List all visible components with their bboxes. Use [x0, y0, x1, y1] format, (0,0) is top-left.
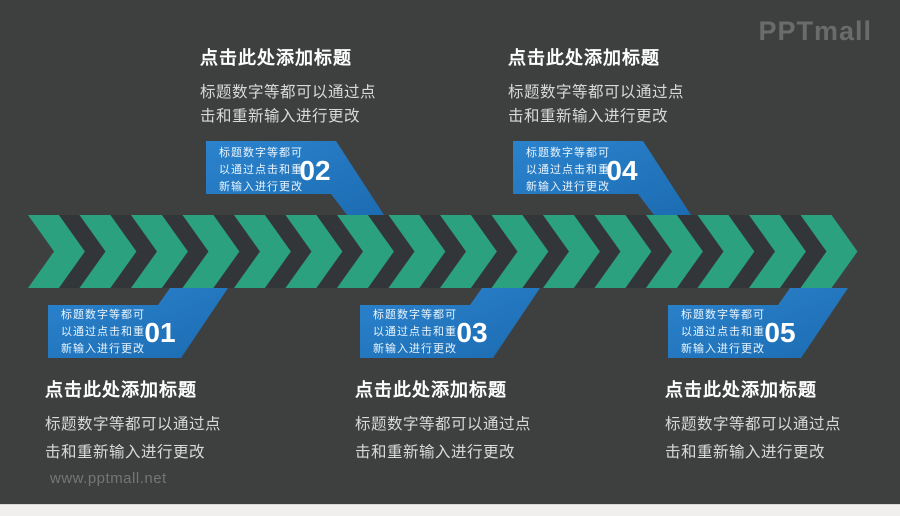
title-block-step-01: 点击此处添加标题 标题数字等都可以通过点 击和重新输入进行更改 — [45, 376, 255, 467]
callout-body-step-01: 标题数字等都可 以通过点击和重 新输入进行更改 — [61, 307, 145, 358]
title-placeholder[interactable]: 点击此处添加标题 — [508, 48, 660, 68]
chevron-arrow — [594, 215, 652, 288]
callout-body-step-04: 标题数字等都可 以通过点击和重 新输入进行更改 — [526, 145, 610, 196]
chevron-gap — [368, 215, 415, 288]
chevron-arrow — [440, 215, 497, 288]
chevron-arrow — [131, 215, 188, 288]
callout-line[interactable]: 新输入进行更改 — [61, 343, 145, 355]
callout-line[interactable]: 标题数字等都可 — [526, 147, 610, 159]
chevron-gap — [110, 215, 157, 288]
callout-line[interactable]: 以通过点击和重 — [61, 326, 145, 338]
callout-body-step-02: 标题数字等都可 以通过点击和重 新输入进行更改 — [219, 145, 303, 196]
title-placeholder[interactable]: 点击此处添加标题 — [355, 380, 507, 400]
callout-line[interactable]: 新输入进行更改 — [219, 181, 303, 193]
callout-step-05: 标题数字等都可 以通过点击和重 新输入进行更改 05 — [668, 0, 853, 516]
title-placeholder[interactable]: 点击此处添加标题 — [665, 380, 817, 400]
callout-shape-05 — [668, 288, 848, 358]
callout-line[interactable]: 新输入进行更改 — [681, 343, 765, 355]
step-number-01[interactable]: 01 — [144, 317, 176, 348]
step-number-05[interactable]: 05 — [764, 317, 796, 348]
chevron-gap — [59, 215, 106, 288]
chevron-arrow — [337, 215, 394, 288]
callout-line[interactable]: 新输入进行更改 — [373, 343, 457, 355]
chevron-gap — [265, 215, 312, 288]
body-placeholder-line2[interactable]: 击和重新输入进行更改 — [665, 444, 826, 461]
callout-line[interactable]: 标题数字等都可 — [61, 309, 145, 321]
body-placeholder-line1[interactable]: 标题数字等都可以通过点 — [665, 416, 842, 433]
body-placeholder-line2[interactable]: 击和重新输入进行更改 — [200, 108, 361, 125]
callout-shape-01 — [48, 288, 228, 358]
chevron-arrow — [182, 215, 240, 288]
chevron-gap — [728, 215, 775, 288]
chevron-arrow — [800, 215, 858, 288]
footer-bar — [0, 504, 900, 516]
step-number-02[interactable]: 02 — [299, 155, 331, 186]
chevron-arrow — [388, 215, 446, 288]
callout-body-step-05: 标题数字等都可 以通过点击和重 新输入进行更改 — [681, 307, 765, 358]
chevron-arrow — [491, 215, 549, 288]
callout-line[interactable]: 以通过点击和重 — [373, 326, 457, 338]
chevron-arrow-band — [28, 215, 858, 288]
callout-line[interactable]: 标题数字等都可 — [219, 147, 303, 159]
callout-shape-02 — [206, 141, 384, 215]
body-placeholder-line1[interactable]: 标题数字等都可以通过点 — [45, 416, 222, 433]
callout-line[interactable]: 以通过点击和重 — [681, 326, 765, 338]
callout-shape-03 — [360, 288, 540, 358]
chevron-arrow — [697, 215, 755, 288]
title-placeholder[interactable]: 点击此处添加标题 — [45, 380, 197, 400]
chevron-gap — [213, 215, 260, 288]
callout-line[interactable]: 以通过点击和重 — [526, 164, 610, 176]
chevron-gap — [316, 215, 363, 288]
step-number-03[interactable]: 03 — [456, 317, 488, 348]
callout-body-step-03: 标题数字等都可 以通过点击和重 新输入进行更改 — [373, 307, 457, 358]
callout-line[interactable]: 标题数字等都可 — [681, 309, 765, 321]
chevron-arrow — [79, 215, 137, 288]
body-placeholder-line2[interactable]: 击和重新输入进行更改 — [355, 444, 516, 461]
title-block-step-03: 点击此处添加标题 标题数字等都可以通过点 击和重新输入进行更改 — [355, 376, 565, 467]
chevron-arrow — [234, 215, 291, 288]
body-placeholder-line1[interactable]: 标题数字等都可以通过点 — [508, 84, 685, 101]
chevron-gap — [162, 215, 209, 288]
body-placeholder-line1[interactable]: 标题数字等都可以通过点 — [200, 84, 377, 101]
chevron-arrow — [646, 215, 703, 288]
title-block-step-05: 点击此处添加标题 标题数字等都可以通过点 击和重新输入进行更改 — [665, 376, 875, 467]
callout-step-04: 标题数字等都可 以通过点击和重 新输入进行更改 04 — [513, 0, 698, 516]
chevron-gap — [419, 215, 466, 288]
body-placeholder-line2[interactable]: 击和重新输入进行更改 — [508, 108, 669, 125]
callout-line[interactable]: 新输入进行更改 — [526, 181, 610, 193]
chevron-gap — [625, 215, 672, 288]
callout-shapes — [48, 141, 848, 358]
title-placeholder[interactable]: 点击此处添加标题 — [200, 48, 352, 68]
chevron-arrow — [285, 215, 343, 288]
callout-step-02: 标题数字等都可 以通过点击和重 新输入进行更改 02 — [206, 0, 391, 516]
watermark-url: www.pptmall.net — [50, 470, 167, 487]
chevron-gap — [574, 215, 621, 288]
chevron-gap — [677, 215, 724, 288]
title-block-step-04: 点击此处添加标题 标题数字等都可以通过点 击和重新输入进行更改 — [508, 44, 718, 129]
callout-step-03: 标题数字等都可 以通过点击和重 新输入进行更改 03 — [360, 0, 545, 516]
body-placeholder-line1[interactable]: 标题数字等都可以通过点 — [355, 416, 532, 433]
callout-step-01: 标题数字等都可 以通过点击和重 新输入进行更改 01 — [48, 0, 233, 516]
body-placeholder-line2[interactable]: 击和重新输入进行更改 — [45, 444, 206, 461]
callout-line[interactable]: 标题数字等都可 — [373, 309, 457, 321]
chevron-gap — [780, 215, 827, 288]
pptmall-logo: PPTmall — [758, 16, 872, 46]
title-block-step-02: 点击此处添加标题 标题数字等都可以通过点 击和重新输入进行更改 — [200, 44, 410, 129]
step-number-04[interactable]: 04 — [606, 155, 638, 186]
chevron-gap — [522, 215, 569, 288]
chevron-arrow — [543, 215, 600, 288]
callout-line[interactable]: 以通过点击和重 — [219, 164, 303, 176]
chevron-gap — [471, 215, 518, 288]
chevron-arrow — [28, 215, 85, 288]
chevron-arrow — [749, 215, 806, 288]
callout-shape-04 — [513, 141, 691, 215]
